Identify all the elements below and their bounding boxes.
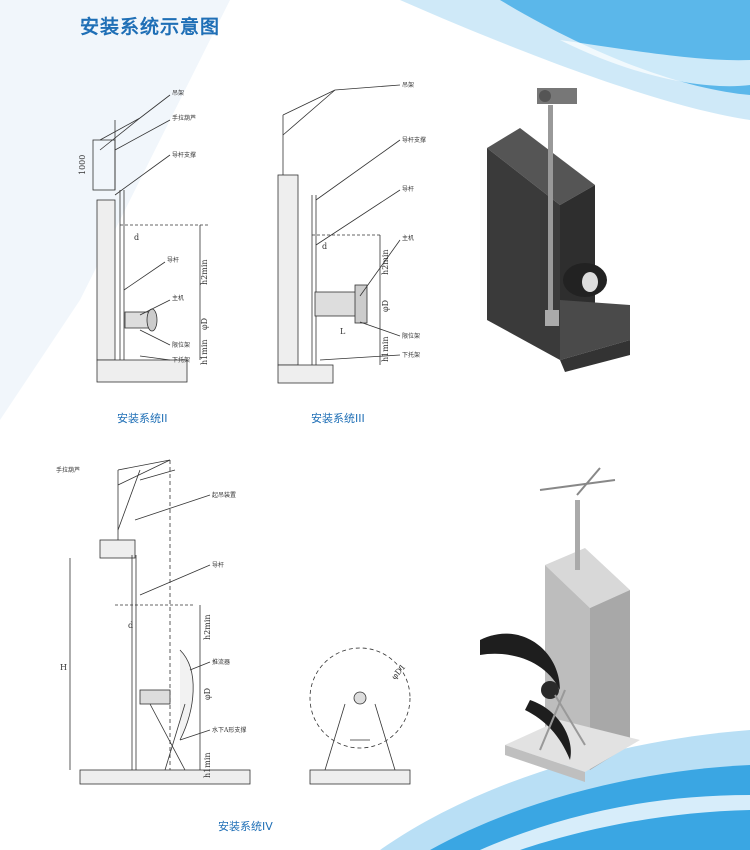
wave-bottom-dark [430,765,750,850]
dim-h1-2: h1min [200,339,209,365]
label-support-3: 导杆支撑 [402,136,426,144]
dim-d-2: d [134,233,139,242]
dim-h2-3: h2min [381,249,390,275]
label-motor-3: 主机 [402,234,414,242]
impeller-circle-4 [309,647,411,749]
impeller-blade-4 [179,649,194,741]
dim-h-4: H [60,663,67,672]
dim-d-4: d [128,621,133,630]
floor-4b [309,769,411,785]
wave-bottom-white [480,795,750,850]
pedestal-top-4 [545,548,630,608]
dim-h2-4: h2min [203,614,212,640]
caption-system-4: 安装系统IV [218,820,273,833]
label-crane-2: 吊架 [172,89,184,97]
label-lower-bracket-2: 下托架 [172,356,190,364]
label-support-4: 水下A形支撑 [212,726,246,734]
caption-system-2: 安装系统II [117,412,168,425]
label-motor-2: 主机 [172,294,184,302]
caption-system-3: 安装系统III [311,412,365,425]
label-impeller-4: 推流器 [212,658,230,666]
dim-h1-4: h1min [203,752,212,778]
wave-top-white [560,40,750,87]
label-bracket-3: 限位架 [402,332,420,340]
label-crane-3: 吊架 [402,81,414,89]
label-rail-4: 导杆 [212,561,224,569]
label-hoist-4: 手拉葫芦 [56,466,80,474]
pedestal-4 [99,539,136,559]
base-front [560,340,630,372]
rail-3d-4 [575,500,580,570]
floor-3 [277,364,334,384]
dim-d-3: d [322,242,327,251]
block-front [487,148,560,360]
block-top [487,128,595,205]
floor-2 [96,359,188,383]
dim-h1-3: h1min [381,336,390,362]
blade-3d-4 [480,633,560,690]
page-title: 安装系统示意图 [80,16,221,38]
label-rail-3: 导杆 [402,185,414,193]
motor-4 [139,689,171,705]
label-rail-2: 导杆 [167,256,179,264]
label-support-2: 导杆支撑 [172,151,196,159]
dim-phid-3: φD [381,300,390,312]
label-bracket-2: 限位架 [172,341,190,349]
label-lower-bracket-3: 下托架 [402,351,420,359]
rail-3d [548,105,553,325]
dim-l-3: L [340,327,346,336]
label-lifting-4: 起吊装置 [212,491,236,499]
base-slab-4 [505,720,640,772]
label-hoist-2: 手拉葫芦 [172,114,196,122]
dim-h2-2: h2min [200,259,209,285]
dim-phid-2: φD [200,318,209,330]
dim-1000: 1000 [78,155,87,175]
pedestal-side-4 [590,590,630,770]
motor-3 [314,291,361,317]
dim-phid-4: φD [203,688,212,700]
